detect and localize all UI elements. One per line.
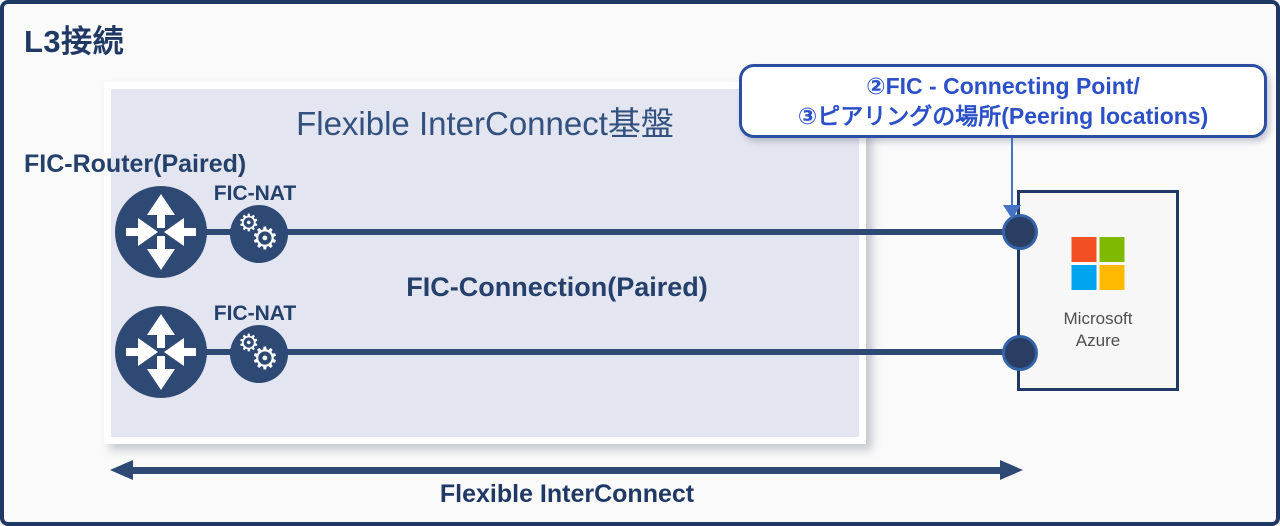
callout-line1: ②FIC - Connecting Point/ <box>866 72 1140 99</box>
connecting-point-2 <box>1002 335 1038 371</box>
connecting-point-1 <box>1002 214 1038 250</box>
azure-label-line2: Azure <box>1075 331 1121 351</box>
arrow-right-icon <box>1000 460 1023 480</box>
fic-nat-label: FIC-NAT <box>213 182 297 205</box>
fic-router-label: FIC-Router(Paired) <box>24 150 247 178</box>
router-icon <box>113 184 209 280</box>
microsoft-logo-square-green <box>1099 237 1125 262</box>
gear-icon: ⚙ ⚙ <box>230 325 288 383</box>
fic-nat-label: FIC-NAT <box>213 302 297 325</box>
azure-label: Microsoft Azure <box>1020 308 1176 352</box>
microsoft-logo-square-blue <box>1071 265 1097 290</box>
fic-platform-box: Flexible InterConnect基盤 <box>104 82 866 444</box>
fic-connection-line-2 <box>161 349 1020 355</box>
flexible-interconnect-span-arrow <box>131 467 1003 474</box>
callout-line2: ③ピアリングの場所(Peering locations) <box>797 103 1209 129</box>
page-title: L3接続 <box>24 24 125 59</box>
azure-box: Microsoft Azure <box>1017 190 1179 391</box>
router-icon <box>113 304 209 400</box>
arrow-down-icon <box>1003 205 1021 219</box>
callout-box: ②FIC - Connecting Point/ ③ピアリングの場所(Peeri… <box>739 64 1267 138</box>
microsoft-logo-square-yellow <box>1099 265 1125 290</box>
gear-icon: ⚙ <box>251 221 279 256</box>
azure-label-line1: Microsoft <box>1063 309 1133 328</box>
fic-connection-line-1 <box>161 229 1020 235</box>
microsoft-logo-square-red <box>1071 237 1097 262</box>
callout-arrow-line <box>1011 138 1013 206</box>
fic-connection-label: FIC-Connection(Paired) <box>406 272 708 302</box>
gear-icon: ⚙ <box>238 210 260 237</box>
arrow-left-icon <box>110 460 133 480</box>
gear-icon: ⚙ <box>251 341 279 376</box>
flexible-interconnect-label: Flexible InterConnect <box>439 480 695 508</box>
gear-icon: ⚙ ⚙ <box>230 205 288 263</box>
gear-icon: ⚙ <box>238 330 260 357</box>
microsoft-logo <box>1071 237 1125 290</box>
fic-platform-title: Flexible InterConnect基盤 <box>296 105 674 142</box>
